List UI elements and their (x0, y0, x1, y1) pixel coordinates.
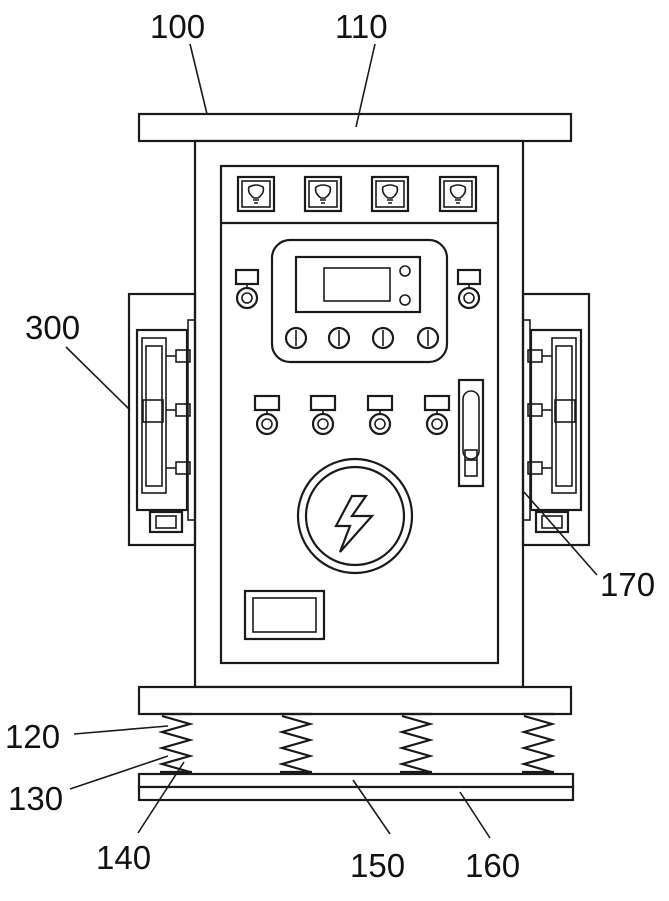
lightbulb-icon (303, 175, 343, 213)
breaker-switch (366, 394, 394, 436)
leader-lines (65, 43, 598, 839)
label-120: 120 (5, 718, 60, 755)
breaker-switch (423, 394, 451, 436)
side-switch (234, 268, 260, 310)
control-module (270, 238, 449, 364)
cabinet-body (193, 139, 525, 689)
knob (371, 326, 395, 350)
display-window (323, 267, 391, 302)
label-300: 300 (25, 309, 80, 346)
front-panel (219, 164, 500, 665)
spring (519, 712, 557, 774)
label-140: 140 (96, 839, 151, 876)
breaker-switch (253, 394, 281, 436)
lightbulb-icon (236, 175, 276, 213)
lightning-bolt-icon (296, 457, 414, 575)
label-110: 110 (335, 8, 388, 45)
ground-plate (137, 785, 575, 802)
spring (157, 712, 195, 774)
knob (416, 326, 440, 350)
lightbulb-icon (370, 175, 410, 213)
base-plate (137, 685, 573, 716)
right-side-mount (521, 292, 591, 547)
label-100: 100 (150, 8, 205, 45)
display-screen (294, 255, 422, 314)
top-plate (137, 112, 573, 143)
spring (277, 712, 315, 774)
left-side-mount (127, 292, 197, 547)
indicator-dot (399, 294, 411, 306)
knob (327, 326, 351, 350)
door-handle (457, 378, 485, 488)
label-160: 160 (465, 847, 520, 884)
breaker-switch (309, 394, 337, 436)
lightbulb-icon (438, 175, 478, 213)
nameplate (243, 589, 326, 641)
label-170: 170 (600, 566, 655, 603)
spring (397, 712, 435, 774)
indicator-dot (399, 265, 411, 277)
nameplate-inner (252, 597, 317, 633)
side-switch (456, 268, 482, 310)
label-150: 150 (350, 847, 405, 884)
knob (284, 326, 308, 350)
label-130: 130 (8, 780, 63, 817)
